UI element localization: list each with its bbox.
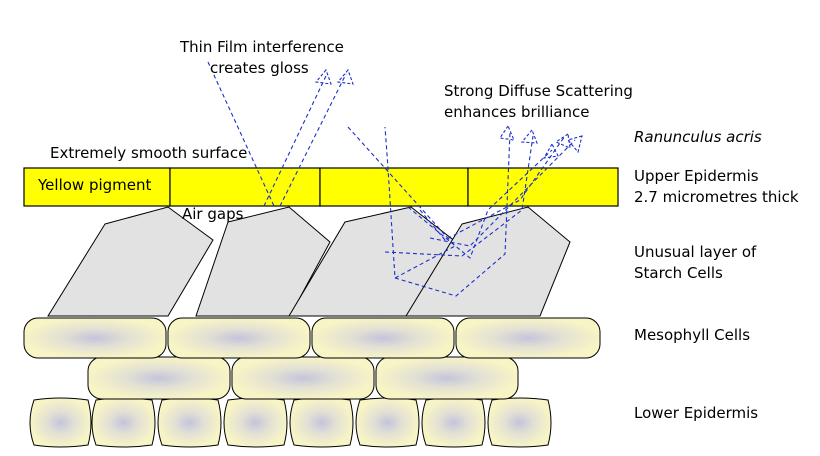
arrowhead (336, 68, 354, 85)
scatter-ray (394, 131, 511, 297)
scatter-ray (429, 139, 576, 247)
arrowhead (542, 142, 559, 159)
lower-epidermis-cell (157, 397, 222, 448)
upper-epidermis-cell (23, 167, 171, 207)
mesophyll-cell (167, 317, 311, 359)
diffuse-scattering-rays (347, 124, 583, 297)
mesophyll-cells-row-1 (23, 317, 601, 359)
upper-epidermis-cell (169, 167, 321, 207)
scatter-ray (347, 126, 456, 279)
mesophyll-cell (231, 356, 375, 400)
lower-epidermis-cells (29, 397, 552, 448)
starch-cell (47, 206, 214, 317)
lower-epidermis-cell (421, 397, 486, 448)
upper-epidermis-label-line2: 2.7 micrometres thick (634, 188, 799, 206)
air-gaps-label: Air gaps (182, 205, 244, 223)
mesophyll-cell (23, 317, 167, 359)
lower-epidermis-cell (223, 397, 288, 448)
thin-film-rays (207, 61, 354, 207)
thin-film-label-line2: creates gloss (210, 59, 309, 77)
arrowhead (520, 128, 538, 144)
starch-label-line1: Unusual layer of (634, 243, 757, 261)
reflected-ray (263, 75, 327, 207)
arrowhead (567, 135, 583, 154)
scatter-ray (407, 149, 553, 259)
starch-cell (405, 206, 571, 317)
upper-epidermis-cell (319, 167, 469, 207)
upper-epidermis-cell (467, 167, 619, 207)
lower-epidermis-cell (29, 397, 92, 448)
starch-cells (47, 206, 571, 317)
mesophyll-cell (311, 317, 455, 359)
upper-epidermis-bar (23, 167, 619, 207)
lower-epidermis-cell (91, 397, 156, 448)
yellow-pigment-label: Yellow pigment (37, 176, 152, 194)
incident-ray (207, 61, 275, 207)
mesophyll-cell (455, 317, 601, 359)
mesophyll-cell (375, 356, 519, 400)
species-label: Ranunculus acris (634, 128, 762, 146)
scattering-label-line1: Strong Diffuse Scattering (444, 82, 633, 100)
starch-cell (195, 206, 331, 317)
mesophyll-cells-row-2 (87, 356, 519, 400)
upper-epidermis-label-line1: Upper Epidermis (634, 167, 759, 185)
scattering-label-line2: enhances brilliance (444, 103, 590, 121)
starch-label-line2: Starch Cells (634, 264, 723, 282)
lower-epidermis-cell (289, 397, 354, 448)
arrowhead (499, 124, 515, 141)
smooth-surface-label: Extremely smooth surface (50, 144, 247, 162)
lower-epidermis-cell (487, 397, 552, 448)
mesophyll-label: Mesophyll Cells (634, 326, 750, 344)
arrowhead (314, 68, 332, 85)
lower-epidermis-label: Lower Epidermis (634, 404, 758, 422)
reflected-ray (279, 73, 347, 207)
scatter-ray (419, 135, 566, 241)
lower-epidermis-cell (355, 397, 420, 448)
thin-film-label-line1: Thin Film interference (179, 38, 344, 56)
mesophyll-cell (87, 356, 231, 400)
